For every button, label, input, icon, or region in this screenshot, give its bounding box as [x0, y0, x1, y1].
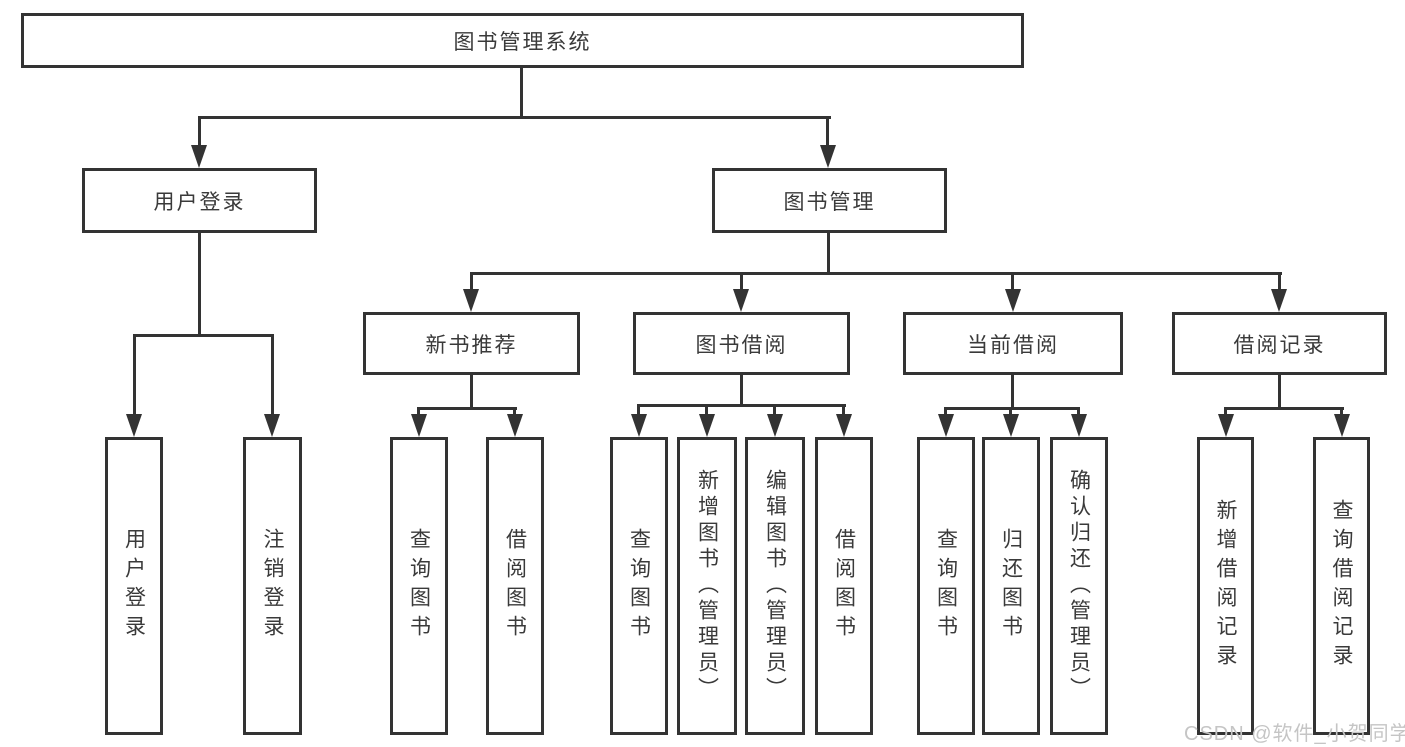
connector-line: [740, 373, 743, 407]
leaf-user-login-label: 用户登录: [122, 528, 146, 644]
connector-line: [520, 66, 523, 119]
node-borrow-records: 借阅记录: [1172, 312, 1387, 375]
connector-line: [470, 373, 473, 410]
leaf-logout-login: 注销登录: [243, 437, 302, 735]
connector-line: [773, 404, 776, 418]
arrowhead-down-icon: [463, 289, 479, 312]
arrowhead-down-icon: [631, 414, 647, 437]
node-new-book-recommend: 新书推荐: [363, 312, 580, 375]
leaf-borrow-edit-book-admin: 编辑图书（管理员）: [745, 437, 805, 735]
arrowhead-down-icon: [699, 414, 715, 437]
leaf-recommend-borrow-book: 借阅图书: [486, 437, 544, 735]
connector-line: [198, 116, 831, 119]
connector-line: [133, 334, 136, 418]
connector-line: [1077, 407, 1080, 418]
arrowhead-down-icon: [1334, 414, 1350, 437]
connector-line: [198, 116, 201, 149]
connector-line: [1224, 407, 1344, 410]
leaf-borrow-add-book-admin-label: 新增图书（管理员）: [695, 469, 719, 703]
arrowhead-down-icon: [507, 414, 523, 437]
connector-line: [944, 407, 947, 418]
node-root-system: 图书管理系统: [21, 13, 1024, 68]
arrowhead-down-icon: [938, 414, 954, 437]
node-new-book-recommend-label: 新书推荐: [425, 333, 518, 357]
leaf-borrow-query-book: 查询图书: [610, 437, 668, 735]
watermark: CSDN @软件_小贺同学: [1184, 723, 1405, 745]
arrowhead-down-icon: [836, 414, 852, 437]
connector-line: [842, 404, 845, 418]
connector-line: [705, 404, 708, 418]
leaf-current-return-book: 归还图书: [982, 437, 1040, 735]
arrowhead-down-icon: [733, 289, 749, 312]
leaf-current-query-book: 查询图书: [917, 437, 975, 735]
connector-line: [1009, 407, 1012, 418]
leaf-user-login: 用户登录: [105, 437, 163, 735]
arrowhead-down-icon: [820, 145, 836, 168]
arrowhead-down-icon: [1218, 414, 1234, 437]
node-current-borrow: 当前借阅: [903, 312, 1123, 375]
arrowhead-down-icon: [767, 414, 783, 437]
connector-line: [740, 272, 743, 293]
node-current-borrow-label: 当前借阅: [967, 333, 1059, 357]
node-borrow-records-label: 借阅记录: [1233, 333, 1326, 357]
connector-line: [271, 334, 274, 418]
connector-line: [198, 231, 201, 336]
leaf-logout-login-label: 注销登录: [261, 528, 285, 644]
connector-line: [133, 334, 274, 337]
connector-line: [513, 407, 516, 418]
node-book-management-label: 图书管理: [783, 190, 876, 214]
leaf-current-confirm-return-admin: 确认归还（管理员）: [1050, 437, 1108, 735]
connector-line: [637, 404, 640, 418]
node-user-login-label: 用户登录: [153, 190, 246, 214]
connector-line: [637, 404, 846, 407]
connector-line: [417, 407, 517, 410]
arrowhead-down-icon: [264, 414, 280, 437]
arrowhead-down-icon: [1003, 414, 1019, 437]
connector-line: [470, 272, 473, 293]
connector-line: [944, 407, 1080, 410]
arrowhead-down-icon: [411, 414, 427, 437]
arrowhead-down-icon: [191, 145, 207, 168]
leaf-records-query-borrow-record: 查询借阅记录: [1313, 437, 1370, 735]
leaf-current-query-book-label: 查询图书: [934, 528, 958, 644]
connector-line: [826, 116, 829, 149]
leaf-records-query-borrow-record-label: 查询借阅记录: [1330, 499, 1354, 673]
leaf-borrow-edit-book-admin-label: 编辑图书（管理员）: [763, 469, 787, 703]
leaf-records-add-borrow-record: 新增借阅记录: [1197, 437, 1254, 735]
node-book-management: 图书管理: [712, 168, 947, 233]
leaf-borrow-borrow-book: 借阅图书: [815, 437, 873, 735]
leaf-records-add-borrow-record-label: 新增借阅记录: [1214, 499, 1238, 673]
arrowhead-down-icon: [126, 414, 142, 437]
connector-line: [1011, 373, 1014, 410]
connector-line: [1278, 375, 1281, 410]
node-root-label: 图书管理系统: [453, 30, 592, 54]
leaf-recommend-query-book-label: 查询图书: [407, 528, 431, 644]
arrowhead-down-icon: [1071, 414, 1087, 437]
leaf-recommend-borrow-book-label: 借阅图书: [503, 528, 527, 644]
node-book-borrow-label: 图书借阅: [695, 333, 788, 357]
connector-line: [1224, 407, 1227, 418]
arrowhead-down-icon: [1005, 289, 1021, 312]
connector-line: [417, 407, 420, 418]
leaf-current-confirm-return-admin-label: 确认归还（管理员）: [1067, 469, 1091, 703]
connector-line: [470, 272, 1282, 275]
arrowhead-down-icon: [1271, 289, 1287, 312]
leaf-borrow-add-book-admin: 新增图书（管理员）: [677, 437, 737, 735]
connector-line: [1011, 272, 1014, 293]
node-book-borrow: 图书借阅: [633, 312, 850, 375]
node-user-login: 用户登录: [82, 168, 317, 233]
leaf-current-return-book-label: 归还图书: [999, 528, 1023, 644]
connector-line: [827, 231, 830, 275]
leaf-recommend-query-book: 查询图书: [390, 437, 448, 735]
connector-line: [1278, 272, 1281, 293]
connector-line: [1340, 407, 1343, 418]
leaf-borrow-borrow-book-label: 借阅图书: [832, 528, 856, 644]
leaf-borrow-query-book-label: 查询图书: [627, 528, 651, 644]
